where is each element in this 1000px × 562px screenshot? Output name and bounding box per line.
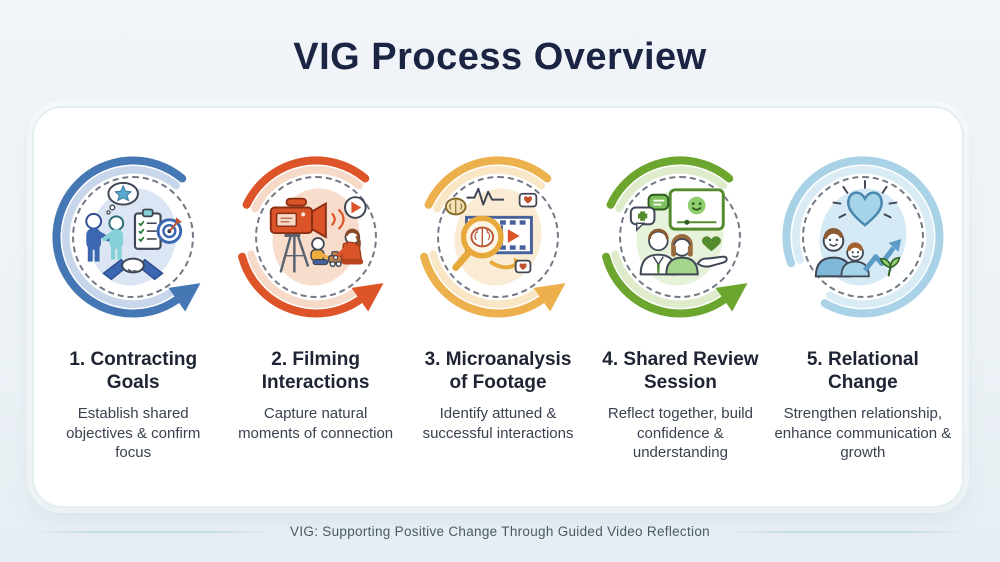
shared-review-session-icon — [630, 188, 729, 276]
step-shared-review-session: 4. Shared Review Session Reflect togethe… — [589, 152, 771, 506]
step-filming-interactions: 2. Filming Interactions Capture natural … — [224, 152, 406, 506]
page-title: VIG Process Overview — [293, 36, 707, 78]
dashed-circle — [801, 176, 924, 298]
circular-arrow-icon — [782, 156, 944, 318]
circular-arrow-icon — [237, 156, 384, 318]
circular-arrow-icon — [52, 156, 201, 318]
filming-interactions-icon — [269, 196, 367, 273]
circular-arrow-icon — [602, 156, 748, 318]
step-description: Capture natural moments of connection — [238, 405, 394, 442]
step-description: Reflect together, build confidence & und… — [607, 405, 753, 462]
step-title: 1. Contracting Goals — [69, 349, 198, 394]
dashed-circle — [72, 176, 195, 298]
caption-divider-right — [727, 530, 966, 533]
step-contracting-goals: 1. Contracting Goals Establish shared ob… — [42, 152, 224, 506]
step-circle — [778, 152, 948, 322]
step-title: 3. Microanalysis of Footage — [424, 349, 572, 394]
dashed-circle — [254, 176, 377, 298]
step-description: Establish shared objectives & confirm fo… — [66, 405, 201, 462]
footer-caption: VIG: Supporting Positive Change Through … — [0, 524, 1000, 539]
step-description: Identify attuned & successful interactio… — [422, 405, 574, 442]
step-circle — [48, 152, 218, 322]
step-title: 2. Filming Interactions — [261, 349, 370, 394]
relational-change-icon — [814, 179, 902, 278]
step-title: 4. Shared Review Session — [602, 349, 759, 394]
microanalysis-of-footage-icon — [444, 187, 538, 274]
dashed-circle — [437, 176, 560, 298]
process-card: 1. Contracting Goals Establish shared ob… — [32, 106, 964, 508]
caption-text: VIG: Supporting Positive Change Through … — [290, 524, 710, 539]
contracting-goals-icon — [85, 181, 183, 281]
step-relational-change: 5. Relational Change Strengthen relation… — [772, 152, 954, 506]
step-circle — [595, 152, 765, 322]
step-circle — [413, 152, 583, 322]
step-description: Strengthen relationship, enhance communi… — [774, 405, 952, 462]
caption-divider-left — [34, 530, 273, 533]
step-microanalysis-of-footage: 3. Microanalysis of Footage Identify att… — [407, 152, 589, 506]
step-circle — [231, 152, 401, 322]
step-title: 5. Relational Change — [806, 349, 919, 394]
dashed-circle — [619, 176, 742, 298]
circular-arrow-icon — [420, 156, 566, 318]
